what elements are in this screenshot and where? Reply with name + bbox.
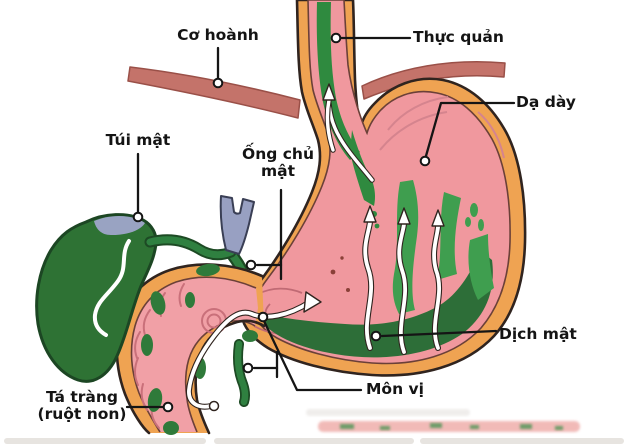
hepatic-duct-shape bbox=[219, 195, 255, 255]
callout-dot-bile-duct-upper bbox=[245, 259, 257, 271]
label-common-bile-duct: Ống chủ mật bbox=[233, 145, 323, 181]
label-pylorus: Môn vị bbox=[366, 380, 424, 398]
bottom-artifact-band bbox=[4, 409, 624, 444]
label-bile: Dịch mật bbox=[499, 325, 577, 343]
label-gallbladder: Túi mật bbox=[105, 131, 171, 149]
callout-lines bbox=[125, 36, 516, 409]
label-stomach: Dạ dày bbox=[516, 93, 576, 111]
callout-dot-pylorus bbox=[257, 311, 269, 323]
duodenum-bile-patches bbox=[141, 263, 258, 435]
callout-dot-gallbladder bbox=[132, 211, 144, 223]
label-esophagus: Thực quản bbox=[413, 28, 504, 46]
bile-streaks bbox=[392, 180, 494, 314]
callout-dot-diaphragm bbox=[212, 77, 224, 89]
callout-dot-bile bbox=[370, 330, 382, 342]
callout-dot-duodenum bbox=[162, 401, 174, 413]
callout-dot-bile-duct-lower bbox=[242, 362, 254, 374]
common-bile-duct-lower bbox=[233, 339, 251, 407]
label-duodenum: Tá tràng (ruột non) bbox=[32, 388, 132, 424]
duodenum-shape bbox=[115, 263, 266, 435]
gallbladder-shape bbox=[35, 213, 237, 383]
label-diaphragm: Cơ hoành bbox=[177, 26, 259, 44]
label-common-bile-duct-line2: mật bbox=[260, 162, 296, 181]
callout-dots bbox=[132, 32, 431, 413]
reflux-up-arrows bbox=[362, 205, 445, 355]
callout-dot-stomach bbox=[419, 155, 431, 167]
label-duodenum-line1: Tá tràng bbox=[45, 388, 119, 406]
stomach-fold-lines bbox=[379, 96, 505, 159]
label-common-bile-duct-line1: Ống chủ bbox=[242, 145, 314, 163]
label-duodenum-line2: (ruột non) bbox=[37, 405, 127, 424]
callout-dot-esophagus bbox=[330, 32, 342, 44]
esophagus-reflux bbox=[316, 2, 375, 183]
